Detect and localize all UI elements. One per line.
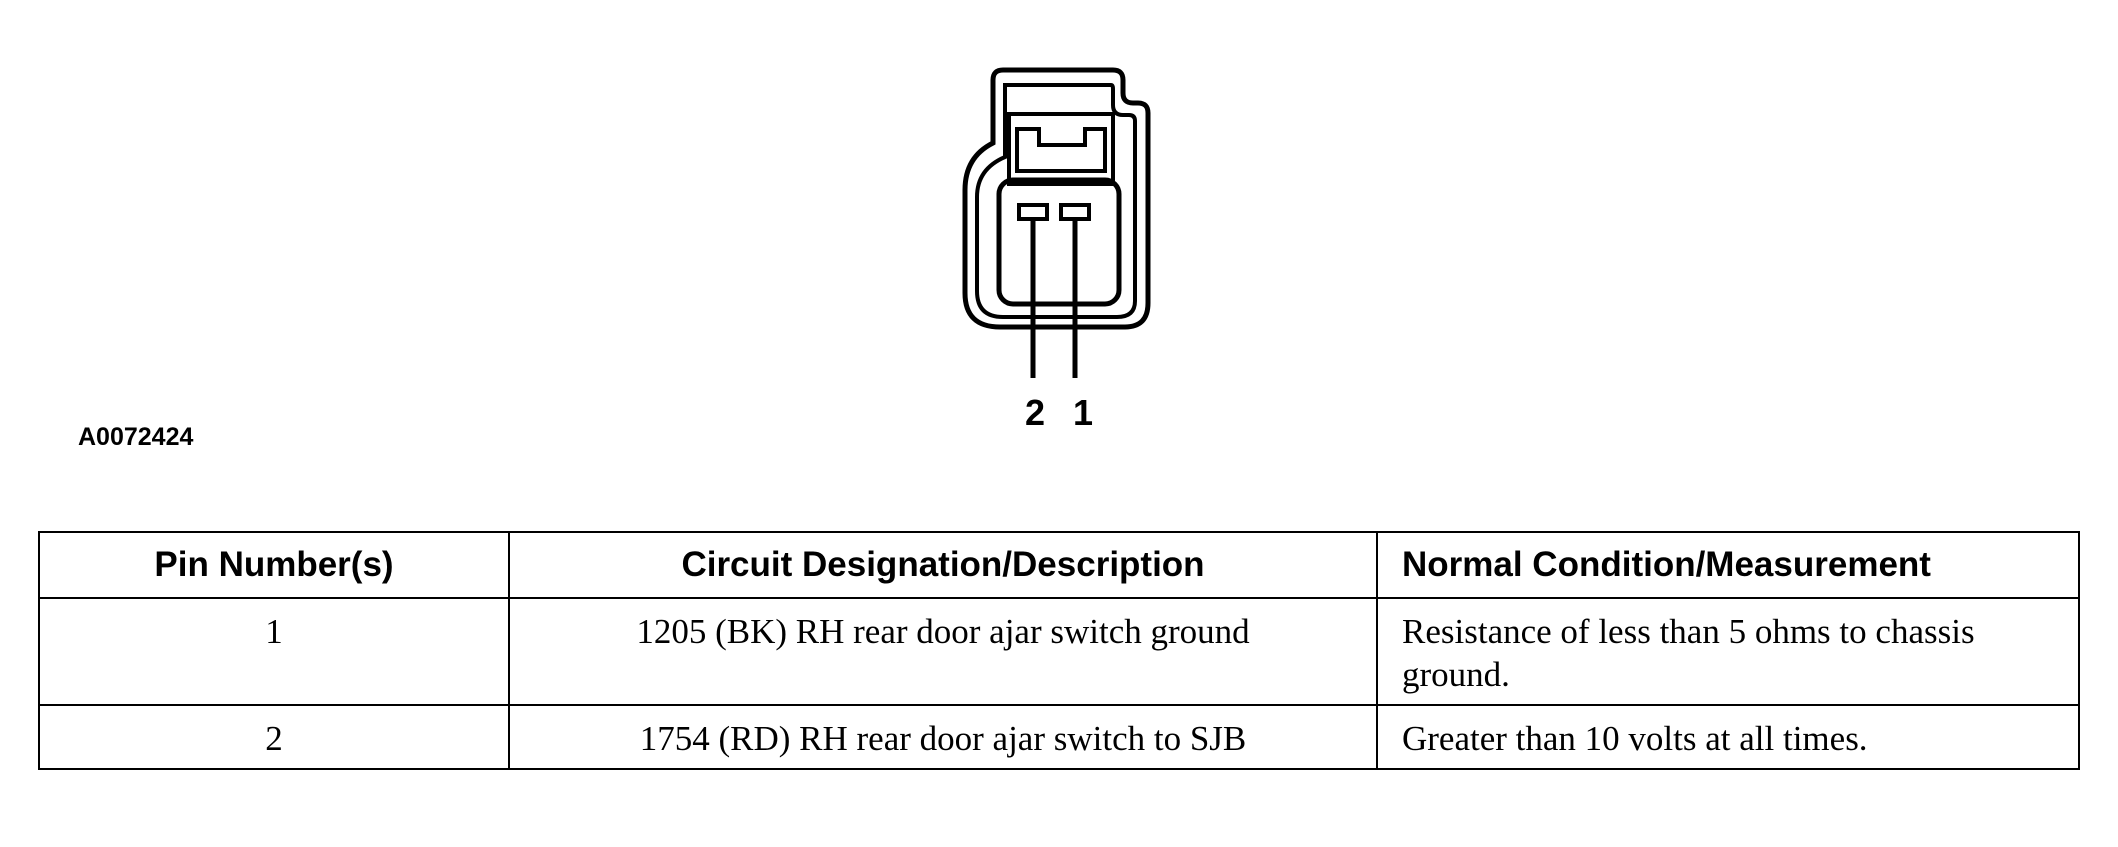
pin-label-1: 1 xyxy=(1073,392,1094,433)
connector-diagram xyxy=(962,67,1151,378)
header-circuit-description: Circuit Designation/Description xyxy=(508,531,1378,599)
terminal-1 xyxy=(1059,203,1091,221)
header-normal-condition: Normal Condition/Measurement xyxy=(1376,531,2080,599)
cell-condition: Resistance of less than 5 ohms to chassi… xyxy=(1376,597,2080,706)
locking-tab-inner xyxy=(1015,127,1107,173)
pinout-table: Pin Number(s) Circuit Designation/Descri… xyxy=(38,531,2080,770)
cell-pin: 2 xyxy=(38,704,510,770)
pin-label-2: 2 xyxy=(1025,392,1046,433)
locking-tab-outer xyxy=(1007,112,1115,186)
cell-circuit: 1754 (RD) RH rear door ajar switch to SJ… xyxy=(508,704,1378,770)
terminal-2 xyxy=(1017,203,1049,221)
cell-circuit: 1205 (BK) RH rear door ajar switch groun… xyxy=(508,597,1378,706)
cell-condition: Greater than 10 volts at all times. xyxy=(1376,704,2080,770)
connector-outer-shell xyxy=(962,67,1151,330)
table-row: 2 1754 (RD) RH rear door ajar switch to … xyxy=(38,704,2080,770)
cell-pin: 1 xyxy=(38,597,510,706)
figure-id: A0072424 xyxy=(78,423,194,451)
table-row: 1 1205 (BK) RH rear door ajar switch gro… xyxy=(38,597,2080,706)
plug-body xyxy=(996,177,1122,307)
header-pin-numbers: Pin Number(s) xyxy=(38,531,510,599)
connector-inner-shell xyxy=(975,83,1137,319)
table-header-row: Pin Number(s) Circuit Designation/Descri… xyxy=(38,531,2080,599)
